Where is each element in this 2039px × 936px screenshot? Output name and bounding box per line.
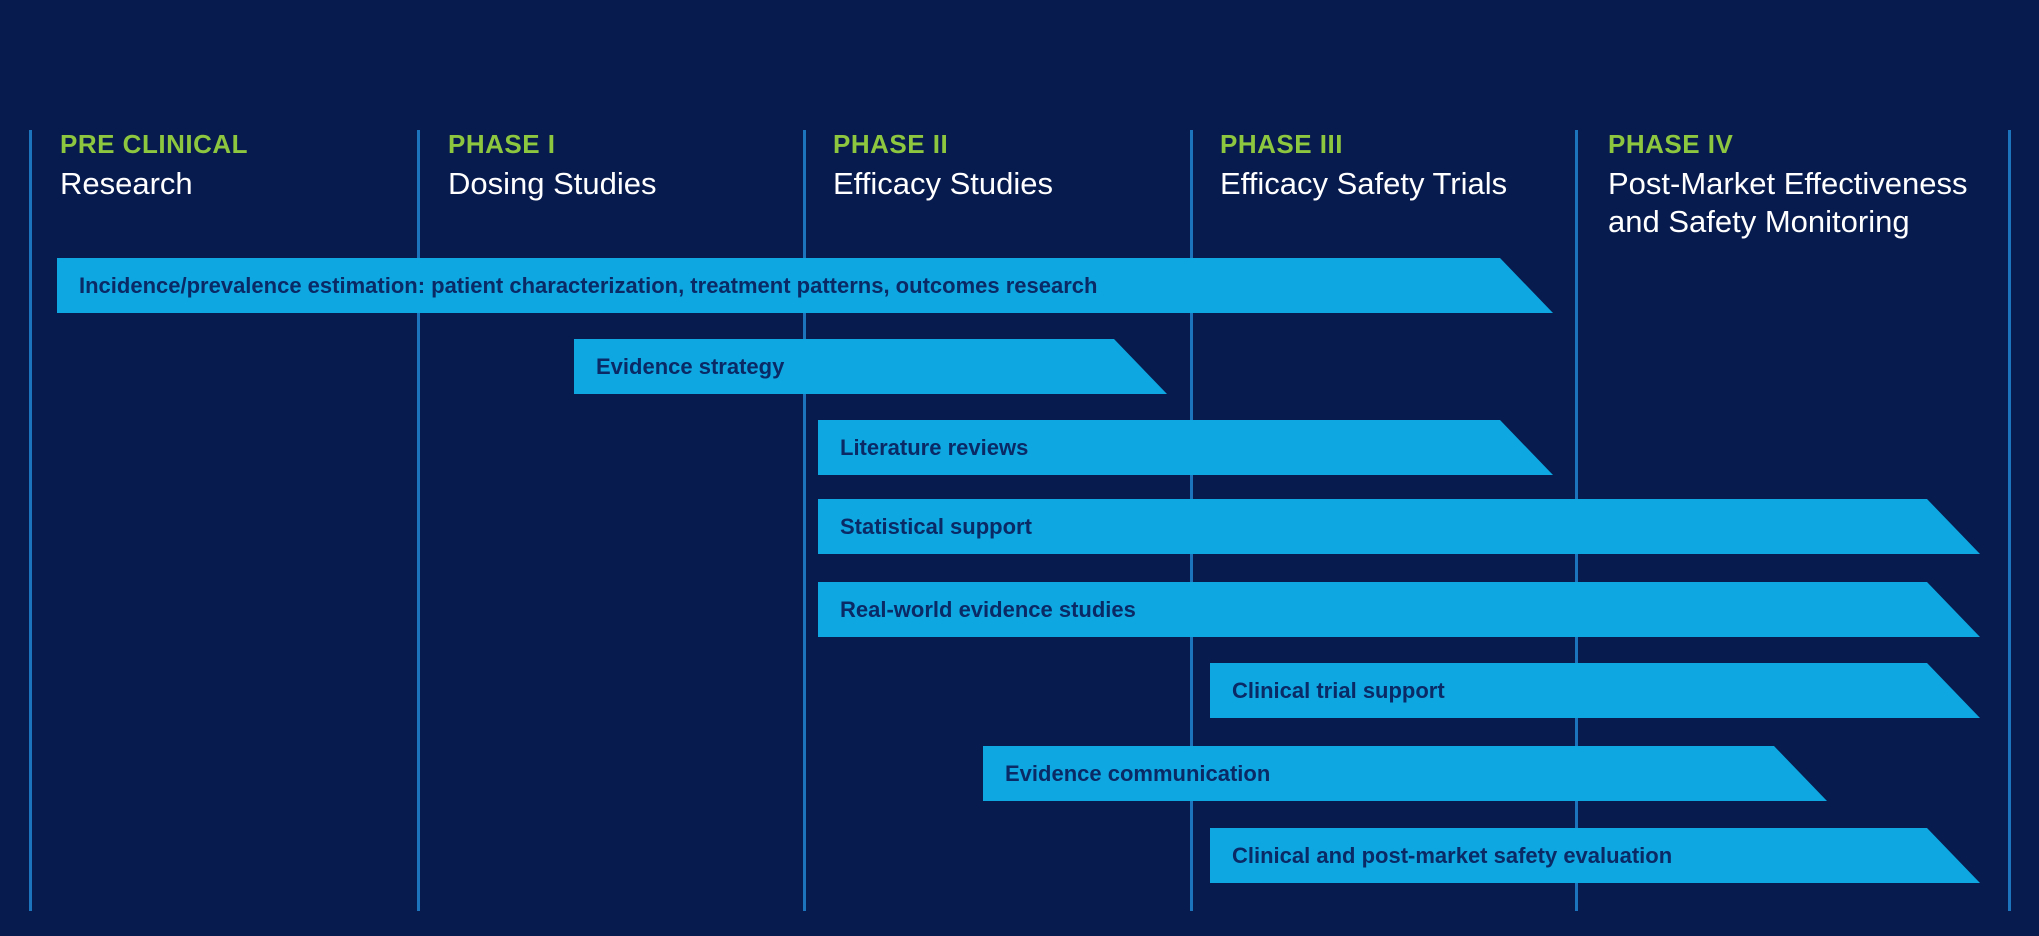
phase-divider-line [417,130,420,911]
phase-label: PHASE IV [1608,129,1734,159]
activity-bar: Evidence communication [983,746,1827,801]
phase-divider-line [2008,130,2011,911]
phase-title: Efficacy Studies [833,165,1053,201]
phase-header: PHASE II Efficacy Studies [833,130,1243,203]
phase-label: PHASE III [1220,129,1343,159]
phase-label: PRE CLINICAL [60,129,248,159]
activity-bar: Incidence/prevalence estimation: patient… [57,258,1553,313]
phase-title: Efficacy Safety Trials [1220,165,1508,201]
activity-bar-label: Incidence/prevalence estimation: patient… [79,273,1098,298]
phase-header: PHASE I Dosing Studies [448,130,858,203]
activity-bar: Clinical trial support [1210,663,1980,718]
activity-bar-label: Real-world evidence studies [840,597,1136,622]
phase-label: PHASE II [833,129,949,159]
activity-bar: Evidence strategy [574,339,1167,394]
phase-divider-line [803,130,806,911]
activity-bar: Statistical support [818,499,1980,554]
activity-bar: Clinical and post-market safety evaluati… [1210,828,1980,883]
phase-divider-line [29,130,32,911]
phase-header: PHASE IV Post-Market Effectiveness and Sa… [1608,130,2018,242]
activity-bar: Literature reviews [818,420,1553,475]
activity-bar-label: Statistical support [840,514,1032,539]
activity-bar-label: Literature reviews [840,435,1029,460]
phase-header: PHASE III Efficacy Safety Trials [1220,130,1630,203]
activity-bar: Real-world evidence studies [818,582,1980,637]
phase-title: Research [60,165,193,201]
activity-bar-label: Clinical trial support [1232,678,1445,703]
phase-title: Dosing Studies [448,165,657,201]
phase-title: Post-Market Effectiveness and Safety Mon… [1608,165,1968,240]
phase-header: PRE CLINICAL Research [60,130,470,203]
activity-bar-label: Evidence strategy [596,354,785,379]
activity-bar-label: Evidence communication [1005,761,1271,786]
activity-bar-label: Clinical and post-market safety evaluati… [1232,843,1673,868]
phase-label: PHASE I [448,129,556,159]
